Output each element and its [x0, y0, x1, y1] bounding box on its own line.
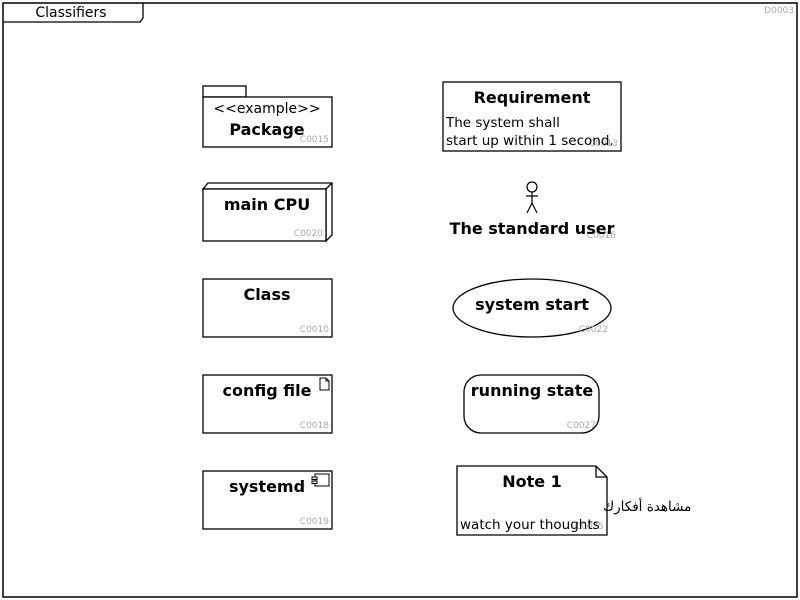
- document-icon: [319, 377, 330, 391]
- node-element[interactable]: main CPU C0020: [201, 182, 333, 243]
- node-id: C0020: [294, 229, 323, 239]
- note-id: C0025: [575, 522, 604, 532]
- package-element[interactable]: <<example>> Package C0015: [202, 85, 333, 148]
- class-name: Class: [243, 285, 290, 304]
- actor-id: C0016: [587, 231, 616, 241]
- package-id: C0015: [300, 135, 329, 145]
- artifact-id: C0018: [300, 421, 329, 431]
- frame-title: Classifiers: [35, 5, 106, 21]
- actor-stick-figure-icon: [526, 181, 538, 214]
- component-name: systemd: [229, 477, 305, 496]
- requirement-id: C0013: [589, 139, 618, 149]
- state-element[interactable]: running state C0027: [463, 374, 600, 434]
- note-text-arabic: مشاهدة أفكارك: [603, 497, 691, 515]
- actor-name: The standard user: [450, 219, 615, 238]
- note-name: Note 1: [502, 472, 562, 491]
- diagram-id: D0003: [764, 6, 794, 16]
- state-name: running state: [471, 381, 594, 400]
- usecase-id: C0022: [579, 325, 608, 335]
- requirement-text-line1: The system shall: [445, 115, 560, 131]
- note-text-english: watch your thoughts: [460, 517, 600, 533]
- class-element[interactable]: Class C0010: [202, 278, 333, 338]
- usecase-element[interactable]: system start C0022: [452, 278, 612, 338]
- artifact-element[interactable]: config file C0018: [202, 374, 333, 434]
- package-name: Package: [229, 120, 304, 139]
- note-element[interactable]: Note 1 C0025 مشاهدة أفكارك watch your th…: [456, 465, 691, 536]
- package-stereotype: <<example>>: [213, 101, 320, 117]
- component-icon: [311, 473, 330, 487]
- state-id: C0027: [567, 421, 596, 431]
- requirement-element[interactable]: Requirement C0013 The system shall start…: [442, 81, 622, 152]
- component-id: C0019: [300, 517, 329, 527]
- requirement-name: Requirement: [474, 88, 591, 107]
- node-name: main CPU: [224, 195, 310, 214]
- actor-element[interactable]: C0016 The standard user: [450, 181, 617, 241]
- usecase-name: system start: [475, 295, 589, 314]
- requirement-text-line2: start up within 1 second.: [446, 133, 614, 149]
- component-element[interactable]: systemd C0019: [202, 470, 333, 530]
- artifact-name: config file: [223, 381, 312, 400]
- class-id: C0010: [300, 325, 329, 335]
